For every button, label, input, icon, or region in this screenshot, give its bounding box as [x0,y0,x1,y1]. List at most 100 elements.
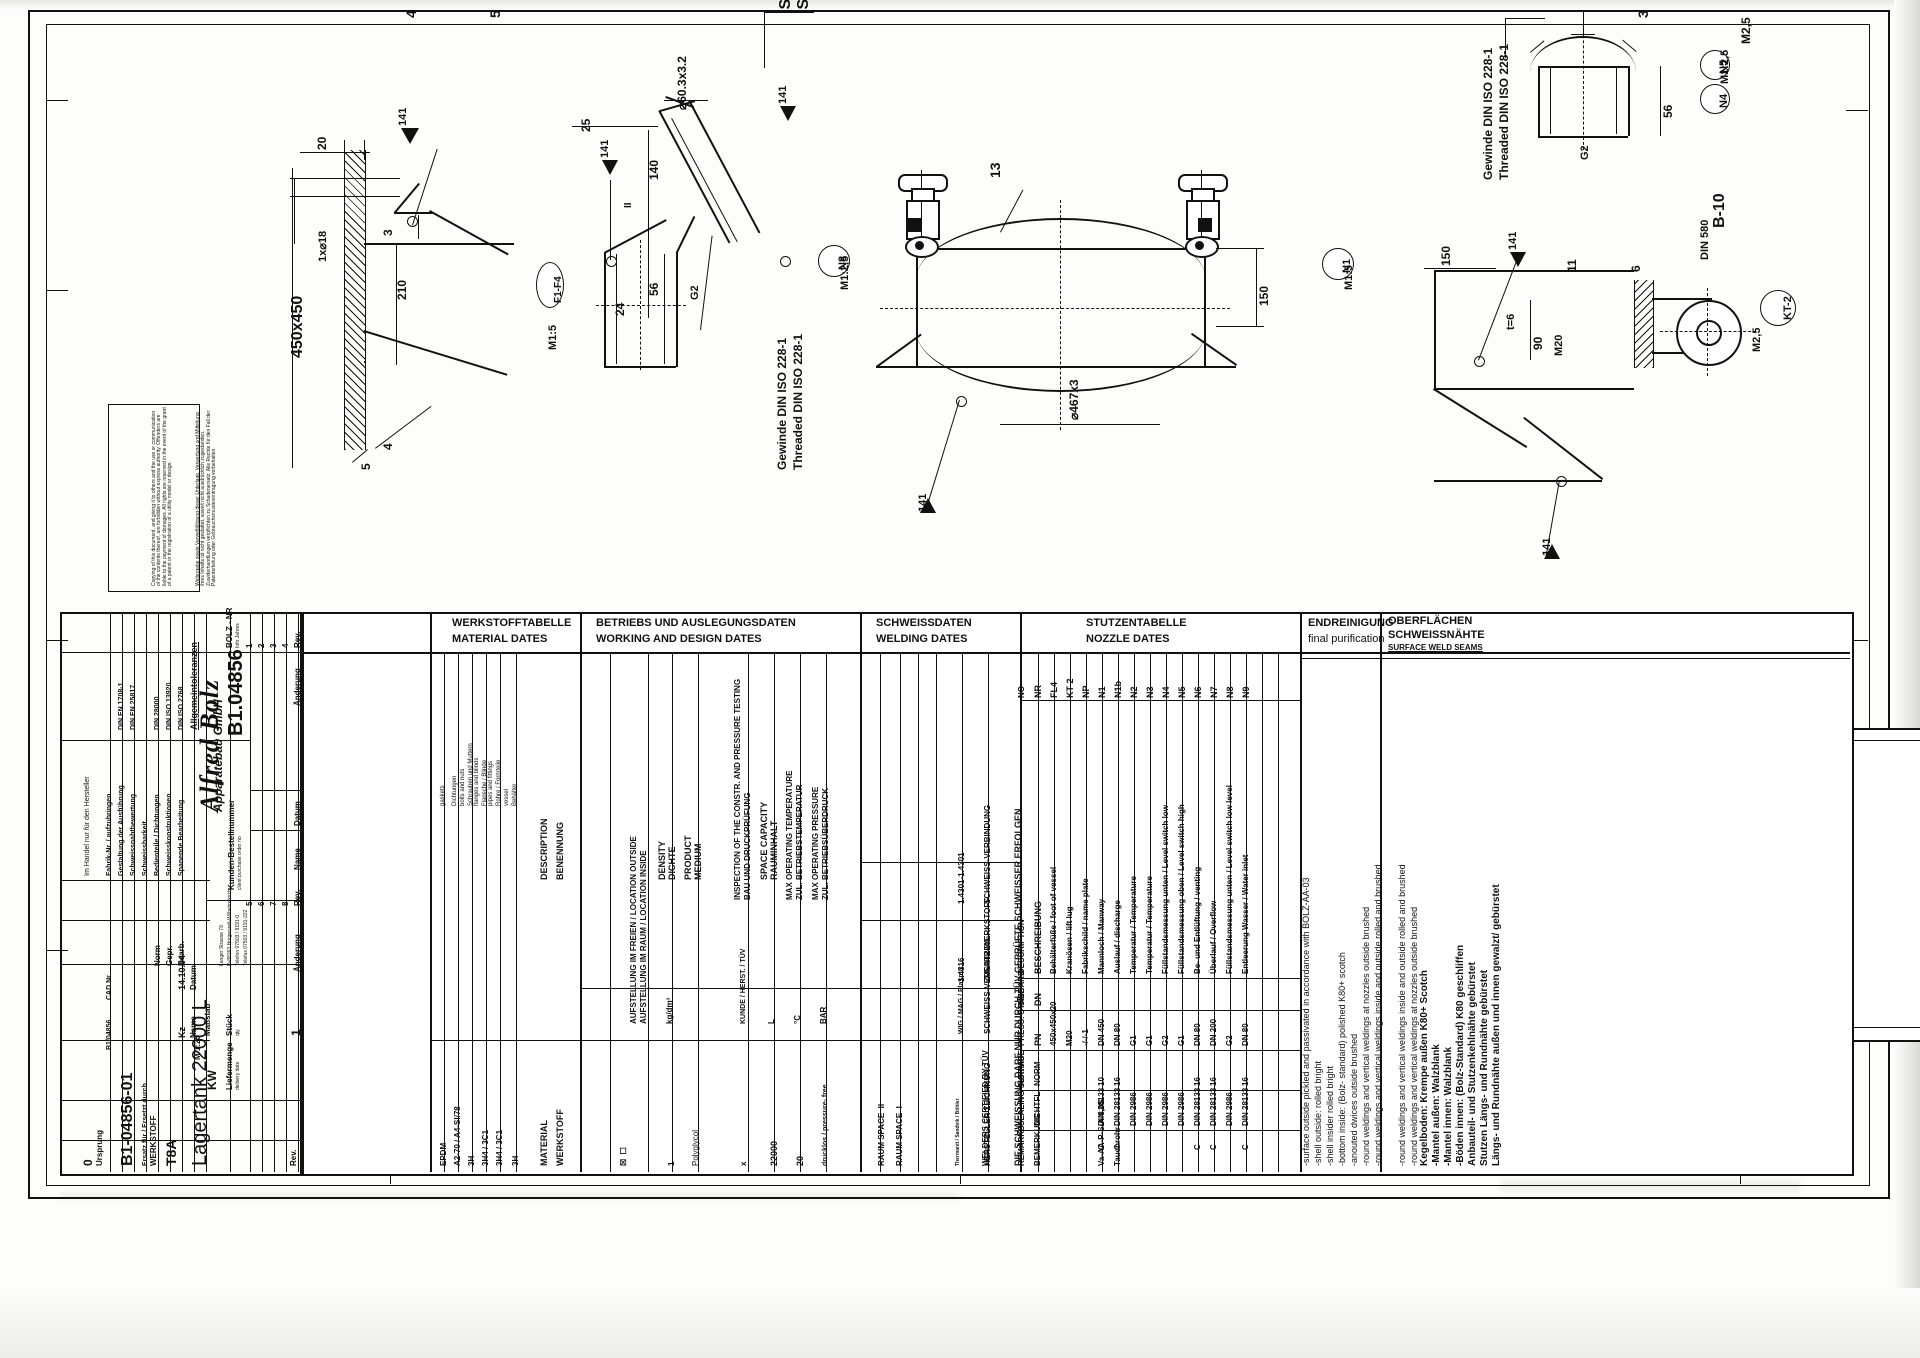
tol-norm-5: DIN EN 1708-1 [118,682,125,730]
bolz-nr-sub: Info Jahres [235,623,241,648]
working-title-de: BETRIEBS UND AUSLEGUNGSDATEN [596,617,796,629]
working-col-1-de: DICHTE [667,846,677,881]
label-rev: Rev. [289,1149,298,1166]
welding-title-de: SCHWEISSDATEN [876,617,972,629]
purification-line-0: -round weldings and vertical weldings in… [1373,864,1383,1166]
label-bearb: Bearb. [177,941,186,966]
thread-g2-top: G2 [1579,145,1591,160]
thread-note-top-de: Gewinde DIN ISO 228-1 [1481,47,1495,180]
dim-20: 20 [315,136,329,150]
weld-label-141-b: 141 [777,85,789,104]
dim-25: 25 [579,118,593,132]
label-cad-nr: CAD Nr. [106,973,113,1000]
surface-de-2: Anbauteil- und Stutzenkehlnähte gebürste… [1467,962,1478,1166]
nozzle-hdr-pn-en: PRESS. STANDARD [1017,970,1026,1046]
material-row-4-en: gaskets [440,785,446,806]
material-row-1-de: Rohre / Formteile [496,759,502,806]
label-stueck-sub: qty. [235,1028,241,1036]
nozzle-hdr-pn: PN [1033,1033,1043,1046]
company-address-3: Telefon 07503 / 9191-0 [235,914,241,966]
item-number-13: 13 [987,162,1003,178]
working-col-4-en: SPACE CAPACITY [759,801,769,880]
rev-row-6: 6 [257,901,266,906]
balloon-n5: N5 [1700,50,1730,80]
material-row-4-de: Dichtungen [452,775,458,806]
item-number-5: 5 [359,463,373,470]
working-col-3-de: BAU UND DRUCKPRÜFUNG [743,792,752,900]
drawing-number-alt: B1-04856-01 [119,1072,136,1166]
thread-note-top-en: Threaded DIN ISO 228-1 [1497,43,1511,180]
material-row-3-de: Schrauben und Muttern [468,743,474,806]
tol-norm-1: DIN ISO 13920 [166,682,173,730]
surface-de-0: Längs- und Rundnähte außen und innen gew… [1491,884,1502,1166]
material-row-2-en: flanges and blinds [474,757,480,806]
company-address-2: D-88263 Horgenzell-Wilhelmskirch [227,889,233,966]
tol-desc-4: Schweissnahtbewertung [130,793,137,876]
bolz-nr-label: BOLZ - NR [225,607,234,648]
nozzle-hdr-desc-de: BESCHREIBUNG [1033,900,1043,974]
working-col-3-unit: KUNDE / HERST. / TÜV [740,948,747,1024]
working-col-1-en: DENSITY [657,840,667,880]
thread-m20: M20 [1553,334,1565,356]
purification-line-3: -bottom inside: (Bolz- standard) polishe… [1337,952,1347,1166]
nozzle-title-en: NOZZLE DATES [1086,633,1170,645]
weld-label-141-lug-2: 141 [1541,537,1553,556]
tol-desc-0: Spanende Bearbeitung [178,799,185,876]
surface-de-5: -Mantel außen: Walzblank [1431,1044,1442,1166]
zone-tick-5: 5 [487,10,503,18]
surface-de-1: Stutzen Längs- und Rundnähte gebürstet [1479,969,1490,1166]
titleblock-footer-note: Im Handel nur für den Hersteller [84,776,91,876]
label-b10: B-10 [1711,193,1728,228]
zone-tick-3: 3 [1635,10,1651,18]
working-col-2-value: Polyglycol [691,1129,700,1166]
item-number-6: 6 [1629,265,1643,272]
nozzle-hdr-norm: NORM [1033,1061,1042,1086]
thread-note-de: Gewinde DIN ISO 228-1 [775,337,789,470]
surfaces-title-en: SURFACE WELD SEAMS [1388,643,1483,652]
zone-tick-4: 4 [403,10,419,18]
surfaces-title-de-2: SCHWEISSNÄHTE [1388,629,1485,641]
space-header-2: RAUM SPACE II [877,1103,886,1166]
rev-row-4: 4 [281,643,290,648]
label-datum: Datum [189,965,198,990]
label-norm: Norm [153,945,162,966]
drawing-number: B1.04856 [225,649,247,736]
scale-label-m25: M2,5 [1739,17,1753,44]
scale-f1-f4: M1:5 [547,324,559,350]
company-address-4: Telefax 07503 / 9191-222 [243,909,249,966]
tol-desc-5: Gestaltung der Ausführung [118,785,125,876]
material-value-3: 3H [467,1155,476,1166]
scan-edge-bottom [0,1288,1920,1358]
purification-line-6: -surface outside pickled and passivated … [1301,877,1311,1166]
scale-n1: M1:5 [1343,264,1355,290]
purification-title-de: ENDREINIGUNG [1308,617,1394,629]
dim-56: 56 [647,282,661,296]
surface-en-0: -round weldings and vertical weldings in… [1397,864,1407,1166]
nozzle-hdr-dn: DN [1033,993,1043,1006]
item-number-3: 3 [381,229,395,236]
material-row-3-en: bolts and nuts [460,768,466,806]
working-col-5-value: 20 [795,1155,805,1166]
rev-row-3: 3 [269,643,278,648]
rev-header-datum: Datum [293,801,302,826]
drawing-frame-outer [28,10,1890,1199]
thread-size-g2: G2 [689,285,701,300]
working-col-4-value: 22000 [769,1140,779,1166]
nozzle-hdr-no-en: NO [1017,686,1026,698]
welding-col-2-de: SCHWEISS-VERFAHREN [983,939,992,1034]
balloon-f1-f4: F1-F4 [536,262,564,308]
material-value-5: EPDM [439,1142,448,1166]
general-tolerances-title: Allgemeintoleranzen [189,641,199,730]
balloon-n1: N1 [1322,248,1354,280]
rev-row-1: 1 [245,643,254,648]
working-col-3-value: x [739,1161,748,1166]
label-ursprung: Ursprung [95,1130,104,1166]
dim-24: 24 [613,302,627,316]
working-col-2-de: MEDIUM [693,843,703,881]
value-name: Kz [177,1027,187,1038]
dim-150-lug: 150 [1439,245,1453,266]
surface-de-3: -Böden innen: (Bolz-Standard) K80 geschl… [1455,944,1466,1166]
dim-pipe-od: ⌀60.3x3.2 [675,56,689,110]
welding-col-3-value: Thermanit / Sandvik / Böhler [955,1098,961,1166]
tol-desc-6: Fabrik-Nr. / aufzubringen [106,793,113,876]
